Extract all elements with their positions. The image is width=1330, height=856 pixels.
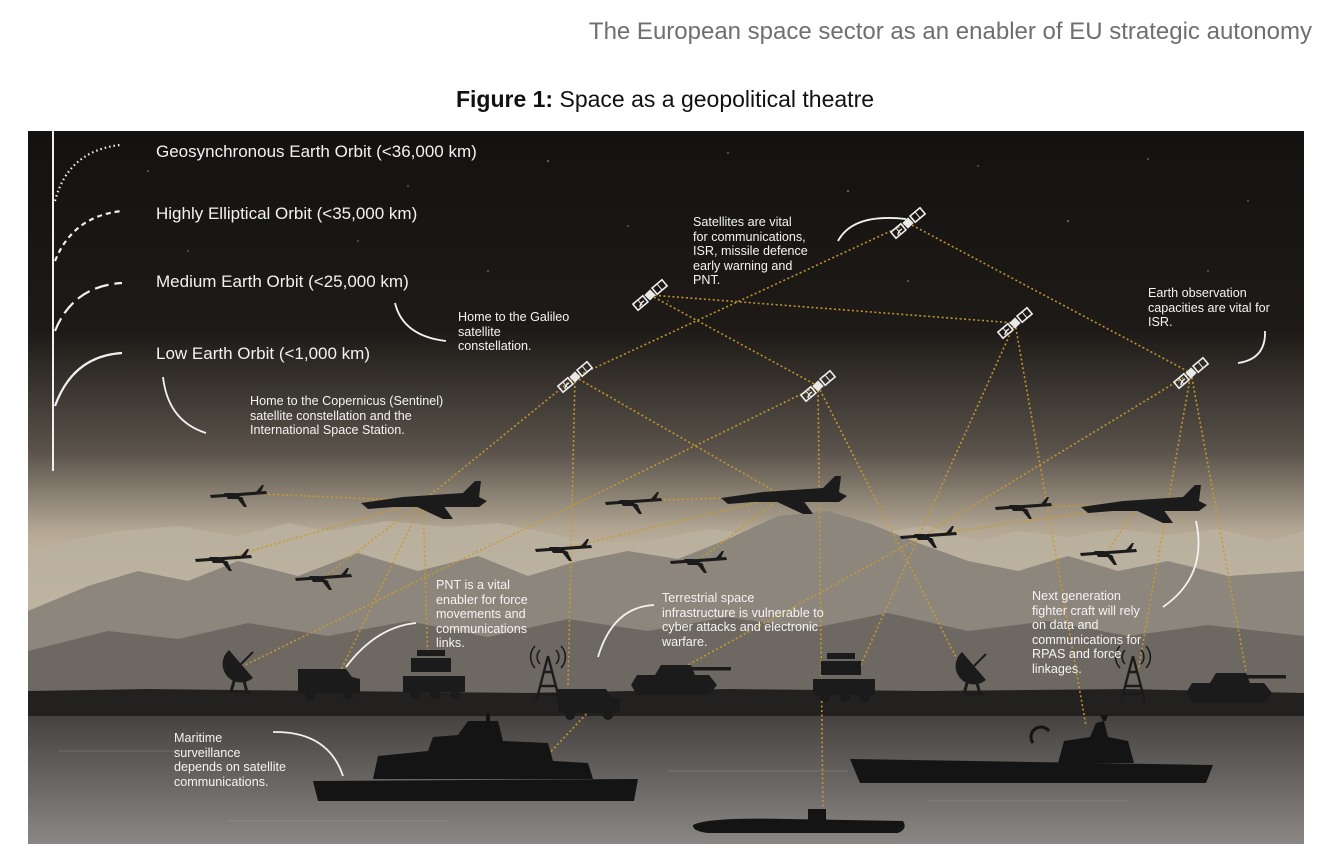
orbit-label-meo: Medium Earth Orbit (<25,000 km)	[156, 272, 409, 291]
orbit-label-geo: Geosynchronous Earth Orbit (<36,000 km)	[156, 142, 477, 161]
annotation-pnt: PNT is a vital enabler for force movemen…	[436, 578, 528, 651]
annotation-next-gen: Next generation fighter craft will rely …	[1032, 589, 1142, 676]
annotation-maritime: Maritime surveillance depends on satelli…	[174, 731, 287, 789]
orbit-label-heo: Highly Elliptical Orbit (<35,000 km)	[156, 204, 418, 223]
figure-title: Space as a geopolitical theatre	[559, 86, 875, 112]
orbit-label-leo: Low Earth Orbit (<1,000 km)	[156, 344, 371, 363]
figure-caption: Figure 1: Space as a geopolitical theatr…	[0, 86, 1330, 113]
figure-label: Figure 1:	[455, 86, 554, 112]
annotation-galileo: Home to the Galileo satellite constellat…	[458, 310, 570, 354]
annotation-terrestrial: Terrestrial space infrastructure is vuln…	[662, 591, 824, 649]
running-header: The European space sector as an enabler …	[588, 18, 1312, 45]
submarine-icon	[692, 809, 905, 833]
warship-icon	[313, 713, 638, 801]
annotation-satellites-vital: Satellites are vital for communications,…	[693, 215, 808, 288]
annotation-earth-observation: Earth observation capacities are vital f…	[1148, 286, 1270, 330]
scene-artwork	[28, 131, 1304, 844]
warship-icon	[850, 715, 1213, 783]
infographic-scene: Geosynchronous Earth Orbit (<36,000 km) …	[28, 131, 1304, 844]
annotation-copernicus: Home to the Copernicus (Sentinel) satell…	[250, 394, 444, 438]
